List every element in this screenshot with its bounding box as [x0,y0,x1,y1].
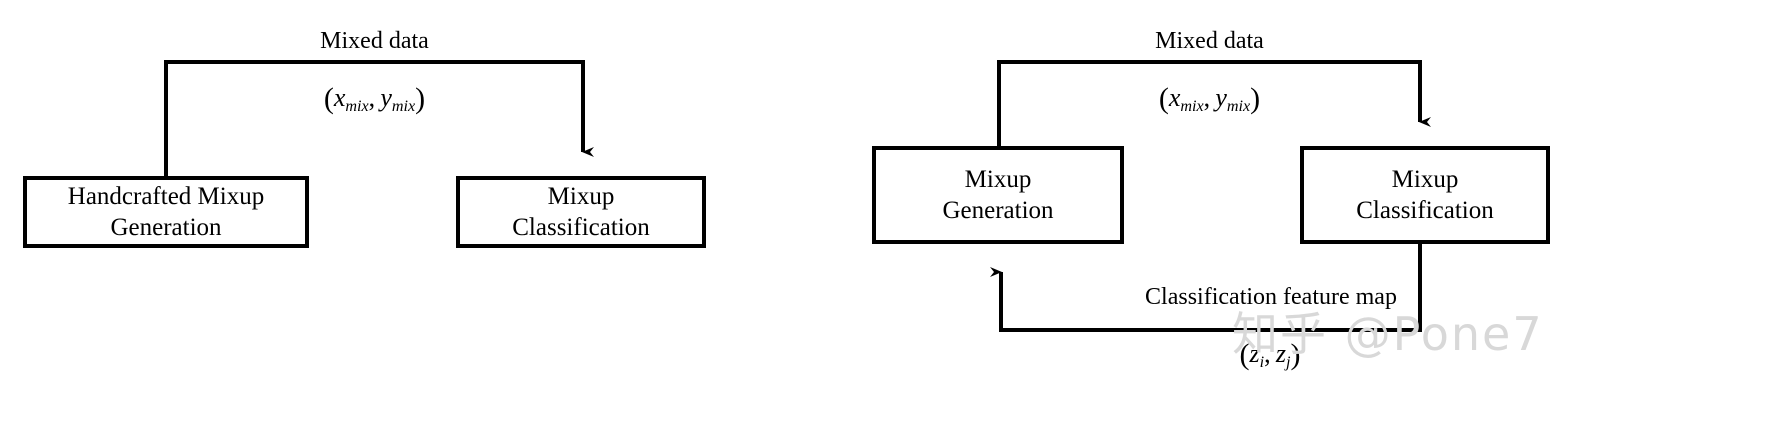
math-open-paren: ( [1158,82,1169,115]
math-symbol-1: x [333,83,346,112]
edge-mixed-data-path [997,60,1431,148]
math-open-paren: ( [1239,338,1250,371]
math-close-paren: ) [415,82,426,115]
math-comma: , [368,83,376,112]
edge-classification-feature-map-path [990,242,1422,332]
math-symbol-1: x [1168,83,1181,112]
math-open-paren: ( [323,82,334,115]
math-symbol-2: z [1275,339,1286,368]
edge-mixed-data-path [164,60,594,178]
node-handcrafted-mixup-generation-box [23,176,309,248]
math-close-paren: ) [1250,82,1261,115]
node-mixup-classification-box [456,176,706,248]
math-subscript-1: mix [1180,98,1204,116]
math-symbol-2: y [1215,83,1227,112]
math-symbol-1: z [1249,339,1260,368]
edge-label-mixed-data: Mixed data [1155,28,1264,54]
edge-math-mixed-data: (xmix, ymix) [999,82,1420,116]
edge-label-mixed-data: Mixed data [320,28,429,54]
edge-math-mixed-data: (xmix, ymix) [166,82,583,116]
left-panel-group [23,60,706,248]
node-mixup-classification-box [1300,146,1550,244]
math-comma: , [1203,83,1211,112]
edge-math-classification-feature-map: (zi, zj) [1060,338,1480,372]
math-symbol-2: y [380,83,392,112]
math-comma: , [1264,339,1271,368]
math-subscript-2: mix [1226,98,1251,116]
math-subscript-1: mix [345,98,369,116]
math-subscript-2: j [1285,354,1291,372]
math-close-paren: ) [1290,338,1301,371]
edge-label-classification-feature-map: Classification feature map [1145,284,1397,310]
math-subscript-2: mix [391,98,416,116]
math-subscript-1: i [1259,354,1265,372]
node-mixup-generation-box [872,146,1124,244]
right-panel-group [872,60,1550,332]
